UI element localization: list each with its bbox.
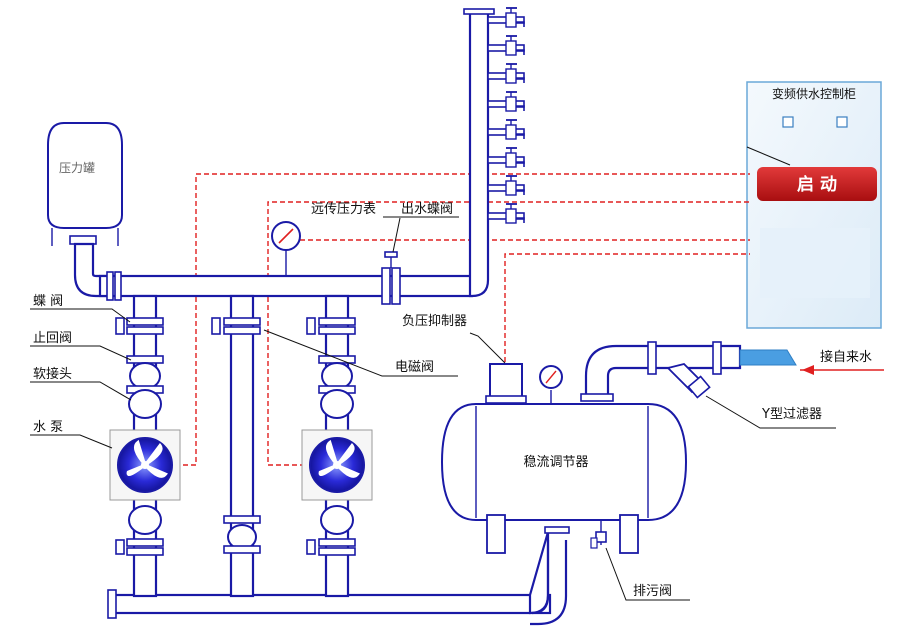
water-tap [487, 119, 525, 140]
soft-joint [128, 389, 162, 419]
label-solenoid-valve: 电磁阀 [395, 360, 434, 375]
flow-regulator: 稳流调节器 [440, 403, 688, 554]
pressure-tank: 压力罐 [47, 122, 123, 246]
labels: 蝶 阀 止回阀 软接头 水 泵 远传压力表 出水蝶阀 负压抑制器 电磁阀 接自来… [33, 202, 872, 599]
soft-joint [128, 505, 162, 535]
butterfly-valve [306, 317, 356, 335]
leader-lines [30, 216, 836, 601]
cabinet-indicator-light [836, 116, 848, 128]
label-outlet-butterfly-valve: 出水蝶阀 [401, 202, 453, 217]
soft-joint [320, 389, 354, 419]
water-tap [487, 7, 525, 28]
taps [487, 7, 525, 224]
remote-pressure-gauge [271, 221, 301, 276]
label-remote-gauge: 远传压力表 [311, 202, 376, 217]
label-soft-joint: 软接头 [33, 366, 72, 382]
start-button-label: 启 动 [797, 174, 837, 195]
inlet-pipe [580, 341, 884, 402]
label-y-filter: Y型过滤器 [761, 407, 822, 422]
water-pump [301, 429, 373, 501]
label-negative-pressure-suppressor: 负压抑制器 [402, 314, 467, 329]
solenoid-valve [211, 317, 261, 335]
pump-1-assembly [109, 317, 181, 556]
water-tap [487, 91, 525, 112]
label-tap-water-inlet: 接自来水 [820, 349, 872, 365]
check-valve [318, 355, 356, 394]
water-tap [487, 63, 525, 84]
water-tap [487, 203, 525, 224]
control-cabinet: 变频供水控制柜 启 动 [746, 81, 882, 329]
flow-regulator-label: 稳流调节器 [523, 454, 588, 470]
soft-joint [320, 505, 354, 535]
y-filter [666, 363, 711, 399]
outlet-butterfly-valve [381, 251, 401, 305]
label-water-pump: 水 泵 [33, 420, 63, 435]
water-tap [487, 35, 525, 56]
drain-valve [590, 520, 607, 549]
cabinet-title: 变频供水控制柜 [772, 86, 856, 101]
label-butterfly-valve: 蝶 阀 [33, 294, 63, 309]
butterfly-valve [115, 538, 164, 556]
cabinet-indicator-light [782, 116, 794, 128]
check-valve [126, 355, 164, 394]
label-drain-valve: 排污阀 [633, 584, 672, 599]
butterfly-valve [306, 538, 356, 556]
water-tap [487, 175, 525, 196]
regulator-pressure-gauge [539, 365, 563, 404]
water-tap [487, 147, 525, 168]
bypass-assembly [211, 317, 261, 554]
negative-pressure-suppressor [485, 363, 527, 404]
water-pump [109, 429, 181, 501]
pressure-tank-label: 压力罐 [59, 161, 95, 175]
butterfly-valve [115, 317, 164, 335]
pump-2-assembly [301, 317, 373, 556]
label-check-valve: 止回阀 [33, 331, 72, 346]
start-button[interactable]: 启 动 [757, 167, 877, 201]
